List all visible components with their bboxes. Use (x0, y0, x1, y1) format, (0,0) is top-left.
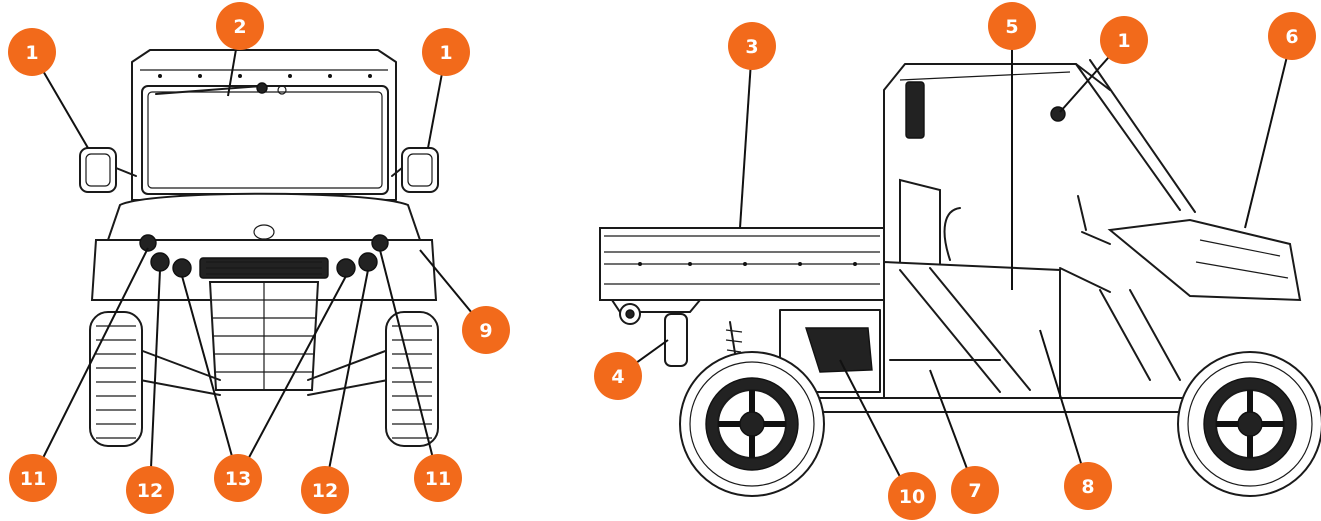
callout-badge: 4 (594, 352, 642, 400)
callout-badge: 10 (888, 472, 936, 520)
callout-badge: 1 (422, 28, 470, 76)
callout-badge: 2 (216, 2, 264, 50)
svg-text:13: 13 (225, 468, 251, 490)
side-mirror-icon (391, 147, 439, 193)
callout-badge: 6 (1268, 12, 1316, 60)
callout-badge: 13 (214, 454, 262, 502)
svg-text:4: 4 (611, 366, 624, 388)
callout-badge: 5 (988, 2, 1036, 50)
callout-badge: 12 (126, 466, 174, 514)
callout-badge: 7 (951, 466, 999, 514)
callout-badge: 11 (414, 454, 462, 502)
svg-text:9: 9 (479, 320, 492, 342)
front-cab-frame (131, 49, 397, 201)
svg-text:6: 6 (1285, 26, 1298, 48)
side-hood (1107, 218, 1302, 302)
front-foglight-right (336, 258, 356, 278)
front-lowlight-right (358, 252, 378, 272)
wheel-icon (1177, 351, 1321, 497)
windshield (141, 85, 389, 195)
wheel-icon (679, 351, 825, 497)
cargo-bed-icon (599, 227, 885, 325)
callout-badge: 12 (301, 466, 349, 514)
front-lowlight-left (150, 252, 170, 272)
svg-text:10: 10 (899, 486, 925, 508)
side-mirror-icon (79, 147, 137, 193)
svg-text:12: 12 (312, 480, 338, 502)
front-headlight-right (371, 234, 389, 252)
svg-text:11: 11 (20, 468, 46, 490)
callout-badge: 11 (9, 454, 57, 502)
svg-text:8: 8 (1081, 476, 1094, 498)
callout-badge: 8 (1064, 462, 1112, 510)
svg-text:12: 12 (137, 480, 163, 502)
side-view (599, 59, 1321, 497)
callout-badge: 1 (8, 28, 56, 76)
front-foglight-left (172, 258, 192, 278)
callout-badge: 1 (1100, 16, 1148, 64)
svg-text:7: 7 (968, 480, 981, 502)
svg-text:2: 2 (233, 16, 246, 38)
front-headlight-left (139, 234, 157, 252)
front-hood (106, 192, 422, 241)
svg-text:3: 3 (745, 36, 758, 58)
callout-badge: 3 (728, 22, 776, 70)
svg-text:1: 1 (439, 42, 452, 64)
svg-text:1: 1 (1117, 30, 1130, 52)
front-view (79, 49, 439, 447)
wheel-icon (89, 311, 143, 447)
svg-text:11: 11 (425, 468, 451, 490)
rear-tail-light (664, 313, 688, 367)
fuel-tank (805, 327, 873, 373)
side-cab-frame (883, 63, 1111, 301)
callout-badge: 9 (462, 306, 510, 354)
wiper-icon (155, 82, 287, 95)
svg-text:1: 1 (25, 42, 38, 64)
callouts: 1 2 1 9 11 12 13 12 11 3 5 1 6 4 10 7 8 (8, 2, 1316, 520)
side-vent (905, 81, 925, 139)
svg-text:5: 5 (1005, 16, 1018, 38)
